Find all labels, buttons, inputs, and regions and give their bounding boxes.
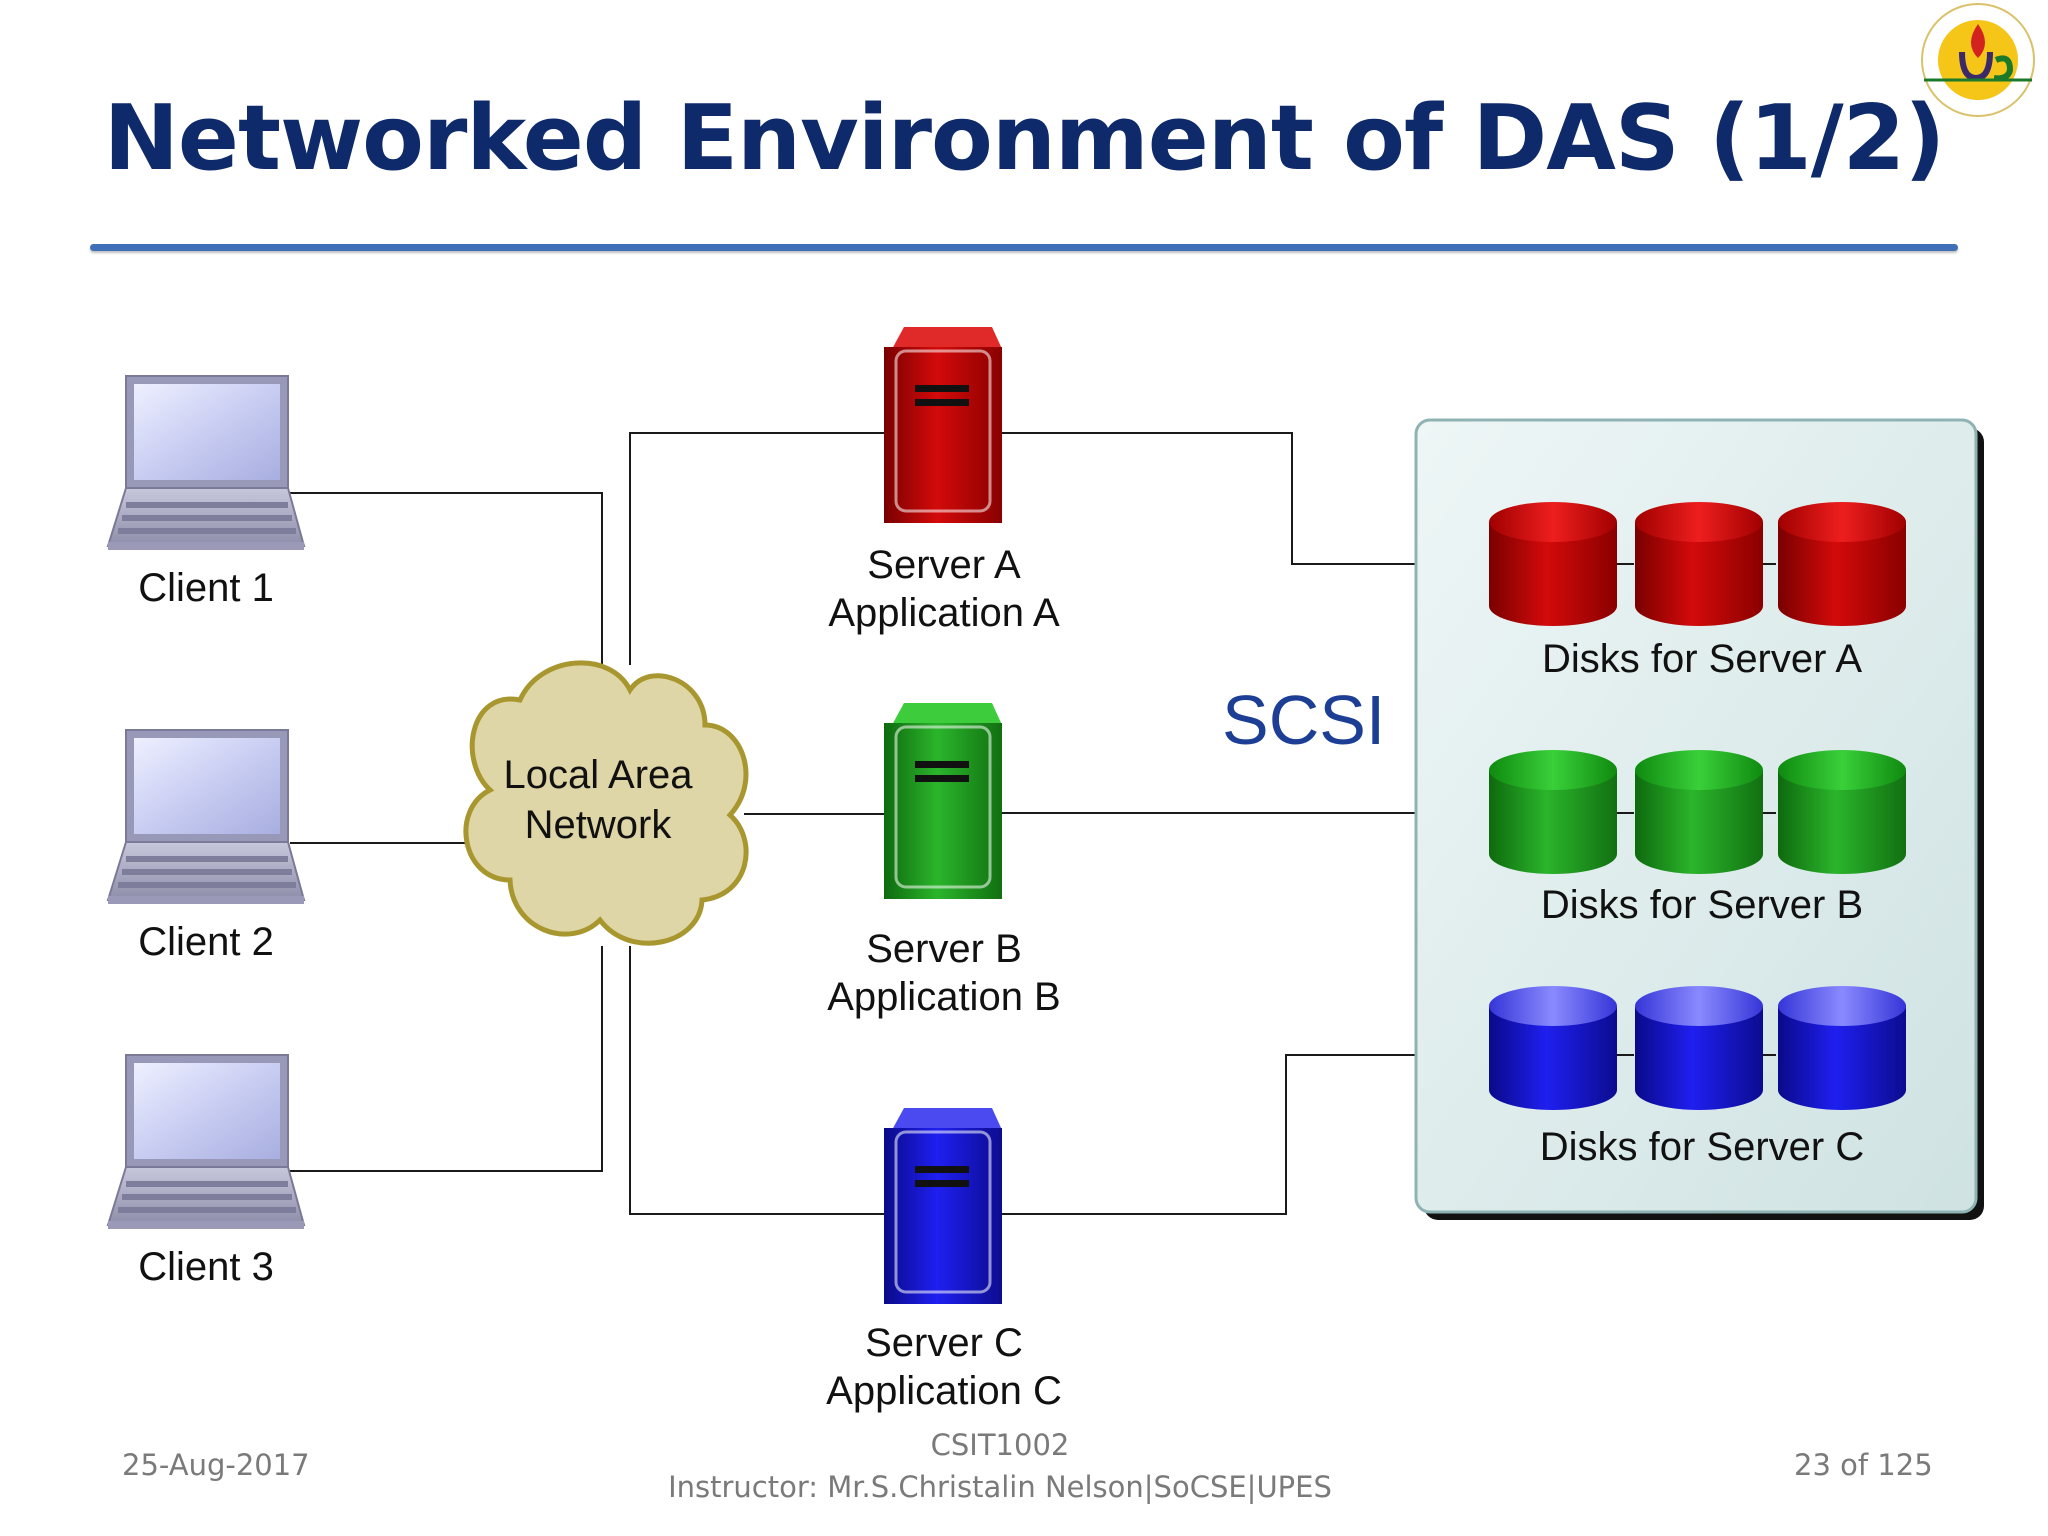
server-name-label: Server A: [867, 543, 1021, 587]
client3-lan-line: [290, 946, 603, 1172]
server-tower-icon: [884, 1108, 1002, 1304]
disk-groups: Disks for Server A Disks for Server B Disk…: [1489, 502, 1906, 1169]
server-name-label: Server C: [865, 1321, 1023, 1365]
client-label: Client 3: [138, 1245, 274, 1289]
laptop-icon: [106, 375, 306, 550]
laptop-icon: [106, 729, 306, 904]
disk-icon: [1489, 502, 1617, 626]
disk-group-label: Disks for Server B: [1541, 883, 1863, 927]
scsi-label: SCSI: [1222, 681, 1385, 759]
lan-label-line1: Local Area: [503, 753, 693, 797]
footer-course: CSIT1002: [930, 1428, 1070, 1462]
serverC-disk-line: [1000, 1054, 1488, 1215]
server-application-label: Application B: [827, 975, 1060, 1019]
disk-icon: [1489, 750, 1617, 874]
server-tower-icon: [884, 327, 1002, 523]
client-2: Client 2: [106, 729, 306, 964]
client-1: Client 1: [106, 375, 306, 610]
footer-date: 25-Aug-2017: [122, 1448, 310, 1482]
lan-label-line2: Network: [525, 803, 673, 847]
disk-group-label: Disks for Server C: [1540, 1125, 1865, 1169]
title-divider: [90, 244, 1958, 251]
lan-serverC-line: [629, 946, 885, 1215]
disk-icon: [1635, 502, 1763, 626]
university-logo: [1921, 3, 2035, 117]
disk-group-label: Disks for Server A: [1542, 637, 1862, 681]
client1-lan-line: [290, 492, 603, 665]
lan-cloud-icon: [463, 660, 749, 946]
lan-serverA-line: [629, 432, 885, 665]
disk-icon: [1635, 986, 1763, 1110]
server-tower-icon: [884, 703, 1002, 899]
serverA-disk-line: [1000, 432, 1488, 565]
client-3: Client 3: [106, 1054, 306, 1289]
footer-page-number: 23 of 125: [1794, 1448, 1933, 1482]
server-application-label: Application C: [826, 1369, 1062, 1413]
disk-group-b: Disks for Server B: [1489, 750, 1906, 927]
lan-cloud-group: Local Area Network: [463, 660, 749, 946]
disk-icon: [1778, 986, 1906, 1110]
disk-group-c: Disks for Server C: [1489, 986, 1906, 1169]
page-title: Networked Environment of DAS (1/2): [103, 86, 1946, 191]
server-name-label: Server B: [866, 927, 1022, 971]
disk-icon: [1489, 986, 1617, 1110]
client-label: Client 1: [138, 566, 274, 610]
server-application-label: Application A: [828, 591, 1060, 635]
laptop-icon: [106, 1054, 306, 1229]
disk-group-a: Disks for Server A: [1489, 502, 1906, 681]
disk-icon: [1635, 750, 1763, 874]
clients: Client 1 Client 2 Client 3: [106, 375, 306, 1289]
connection-lines: [290, 432, 1488, 1215]
footer-instructor: Instructor: Mr.S.Christalin Nelson|SoCSE…: [668, 1470, 1332, 1504]
client-label: Client 2: [138, 920, 274, 964]
disk-icon: [1778, 502, 1906, 626]
disk-icon: [1778, 750, 1906, 874]
